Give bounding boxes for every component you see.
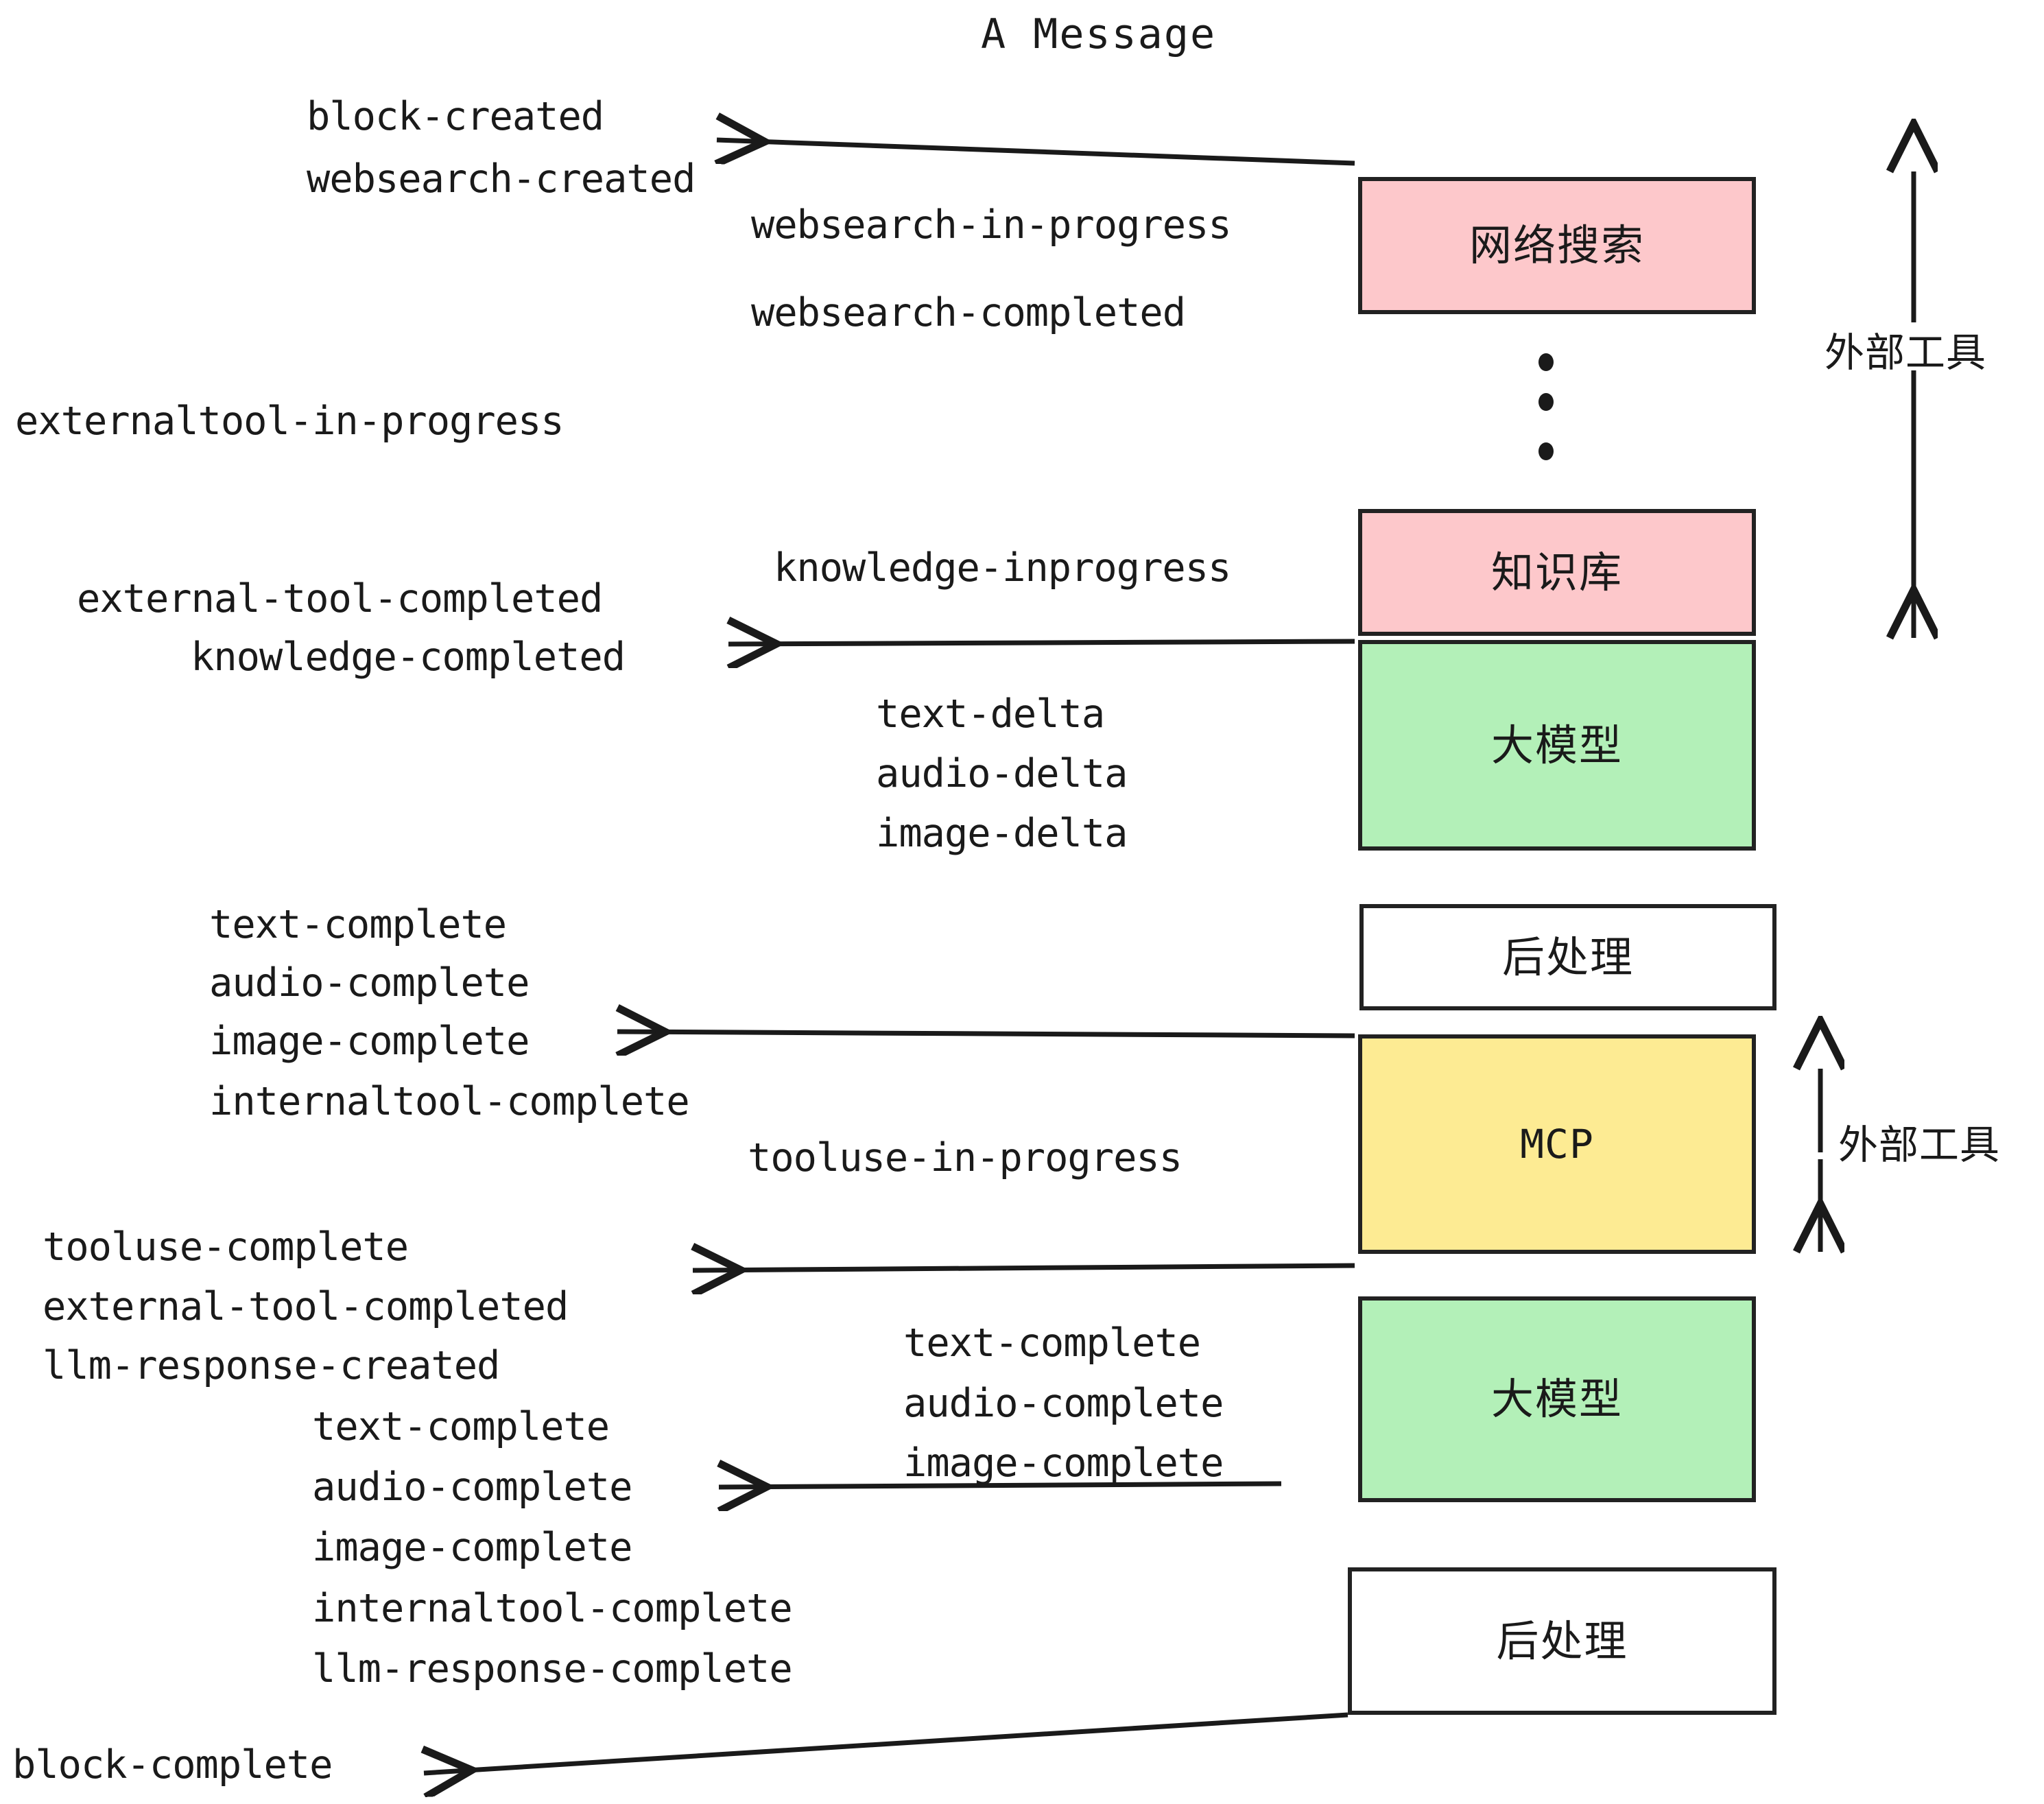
event-label-knowledge-completed: knowledge-completed: [191, 634, 626, 680]
event-label-image-delta-2[interactable]: image-complete: [903, 1440, 1224, 1486]
event-label-externaltool-in-progress: externaltool-in-progress: [15, 399, 565, 444]
arrow-knowledge-completed: [728, 641, 1355, 644]
box-postprocess-bottom[interactable]: 后处理: [1348, 1567, 1776, 1715]
ellipsis-dot-1: [1538, 353, 1554, 371]
event-label-llm-response-complete: llm-response-complete: [312, 1646, 793, 1692]
event-label-audio-delta-1: audio-delta: [876, 751, 1128, 796]
group-label-external-tools-top: 外部工具: [1825, 329, 1987, 376]
box-knowledge-label: 知识库: [1490, 547, 1623, 597]
box-websearch[interactable]: 网络搜索: [1358, 177, 1756, 314]
box-llm-bottom[interactable]: 大模型: [1358, 1296, 1756, 1502]
event-label-websearch-completed: websearch-completed: [751, 290, 1186, 335]
event-label-block-created: block-created: [307, 94, 604, 139]
event-label-websearch-in-progress: websearch-in-progress: [751, 202, 1232, 248]
box-postprocess-bottom-label: 后处理: [1496, 1615, 1628, 1666]
box-websearch-label: 网络搜索: [1469, 220, 1645, 270]
arrow-websearch-created: [717, 140, 1355, 163]
box-llm-top-label: 大模型: [1490, 720, 1623, 770]
event-label-audio-complete-1: audio-complete: [209, 960, 530, 1006]
event-label-image-delta-1: image-delta: [876, 811, 1128, 856]
event-label-tooluse-complete: tooluse-complete: [43, 1224, 409, 1270]
box-mcp-label: MCP: [1520, 1121, 1594, 1167]
event-label-knowledge-inprogress: knowledge-inprogress: [774, 545, 1231, 591]
box-llm-bottom-label: 大模型: [1490, 1374, 1623, 1424]
event-label-text-delta-2[interactable]: text-complete: [903, 1320, 1201, 1366]
arrow-block-complete: [424, 1712, 1348, 1773]
event-label-image-complete-2: image-complete: [312, 1525, 632, 1570]
event-label-audio-delta-2[interactable]: audio-complete: [903, 1381, 1224, 1426]
event-label-llm-response-created: llm-response-created: [43, 1343, 500, 1388]
event-label-internaltool-complete-2: internaltool-complete: [312, 1586, 793, 1631]
box-postprocess-top-label: 后处理: [1501, 931, 1634, 982]
arrow-image-complete: [617, 1032, 1355, 1036]
group-label-external-tools-bottom: 外部工具: [1838, 1121, 2001, 1168]
event-label-image-complete-1: image-complete: [209, 1019, 530, 1064]
event-label-text-complete-1: text-complete: [209, 902, 507, 947]
event-label-external-tool-completed-1: external-tool-completed: [77, 576, 603, 621]
arrow-tooluse-complete: [693, 1266, 1355, 1270]
event-label-websearch-created: websearch-created: [307, 156, 696, 202]
event-label-tooluse-in-progress: tooluse-in-progress: [748, 1135, 1183, 1180]
page-title: A Message: [981, 10, 1217, 58]
box-knowledge[interactable]: 知识库: [1358, 509, 1756, 636]
event-label-block-complete: block-complete: [12, 1742, 333, 1788]
ellipsis-dot-3: [1538, 442, 1554, 460]
box-mcp[interactable]: MCP: [1358, 1034, 1756, 1254]
event-label-external-tool-completed-2: external-tool-completed: [43, 1284, 569, 1329]
event-label-text-delta-1: text-delta: [876, 691, 1105, 737]
ellipsis-dot-2: [1538, 393, 1554, 411]
event-label-internaltool-complete-1: internaltool-complete: [209, 1079, 690, 1124]
event-label-text-complete-2: text-complete: [312, 1404, 610, 1449]
box-llm-top[interactable]: 大模型: [1358, 640, 1756, 851]
box-postprocess-top[interactable]: 后处理: [1359, 904, 1776, 1010]
event-label-audio-complete-2: audio-complete: [312, 1464, 632, 1510]
